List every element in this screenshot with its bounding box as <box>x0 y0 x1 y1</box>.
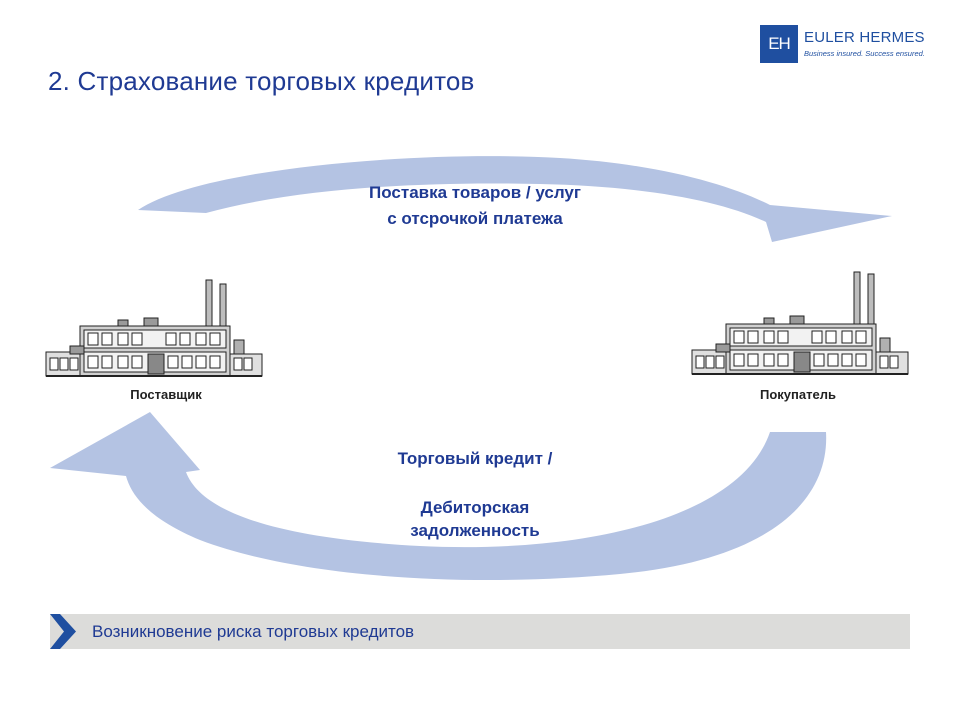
receivables-label: Дебиторская задолженность <box>320 496 630 542</box>
buyer-factory-icon <box>691 271 909 375</box>
risk-emergence-text: Возникновение риска торговых кредитов <box>92 622 415 641</box>
logo-mark: EH <box>760 25 798 63</box>
supplier-label: Поставщик <box>130 387 202 402</box>
goods-flow-label-line2: с отсрочкой платежа <box>387 209 563 228</box>
euler-hermes-logo: EH EULER HERMES Business insured. Succes… <box>760 25 925 63</box>
goods-flow-arrow <box>138 156 892 242</box>
trade-credit-label: Торговый кредит / <box>397 449 553 468</box>
supplier-factory-icon <box>45 279 263 377</box>
goods-flow-label-line1: Поставка товаров / услуг <box>369 183 581 202</box>
logo-tagline: Business insured. Success ensured. <box>804 49 925 58</box>
slide-title: 2. Страхование торговых кредитов <box>48 66 475 96</box>
receivables-label-line2: задолженность <box>410 521 540 540</box>
credit-flow-arrow <box>50 412 827 581</box>
goods-flow-label: Поставка товаров / услуг с отсрочкой пла… <box>300 180 650 232</box>
buyer-label: Покупатель <box>760 387 836 402</box>
risk-emergence-bar: Возникновение риска торговых кредитов <box>50 614 910 649</box>
chevron-right-icon <box>50 614 76 649</box>
logo-name: EULER HERMES <box>804 29 925 46</box>
receivables-label-line1: Дебиторская <box>420 498 530 517</box>
